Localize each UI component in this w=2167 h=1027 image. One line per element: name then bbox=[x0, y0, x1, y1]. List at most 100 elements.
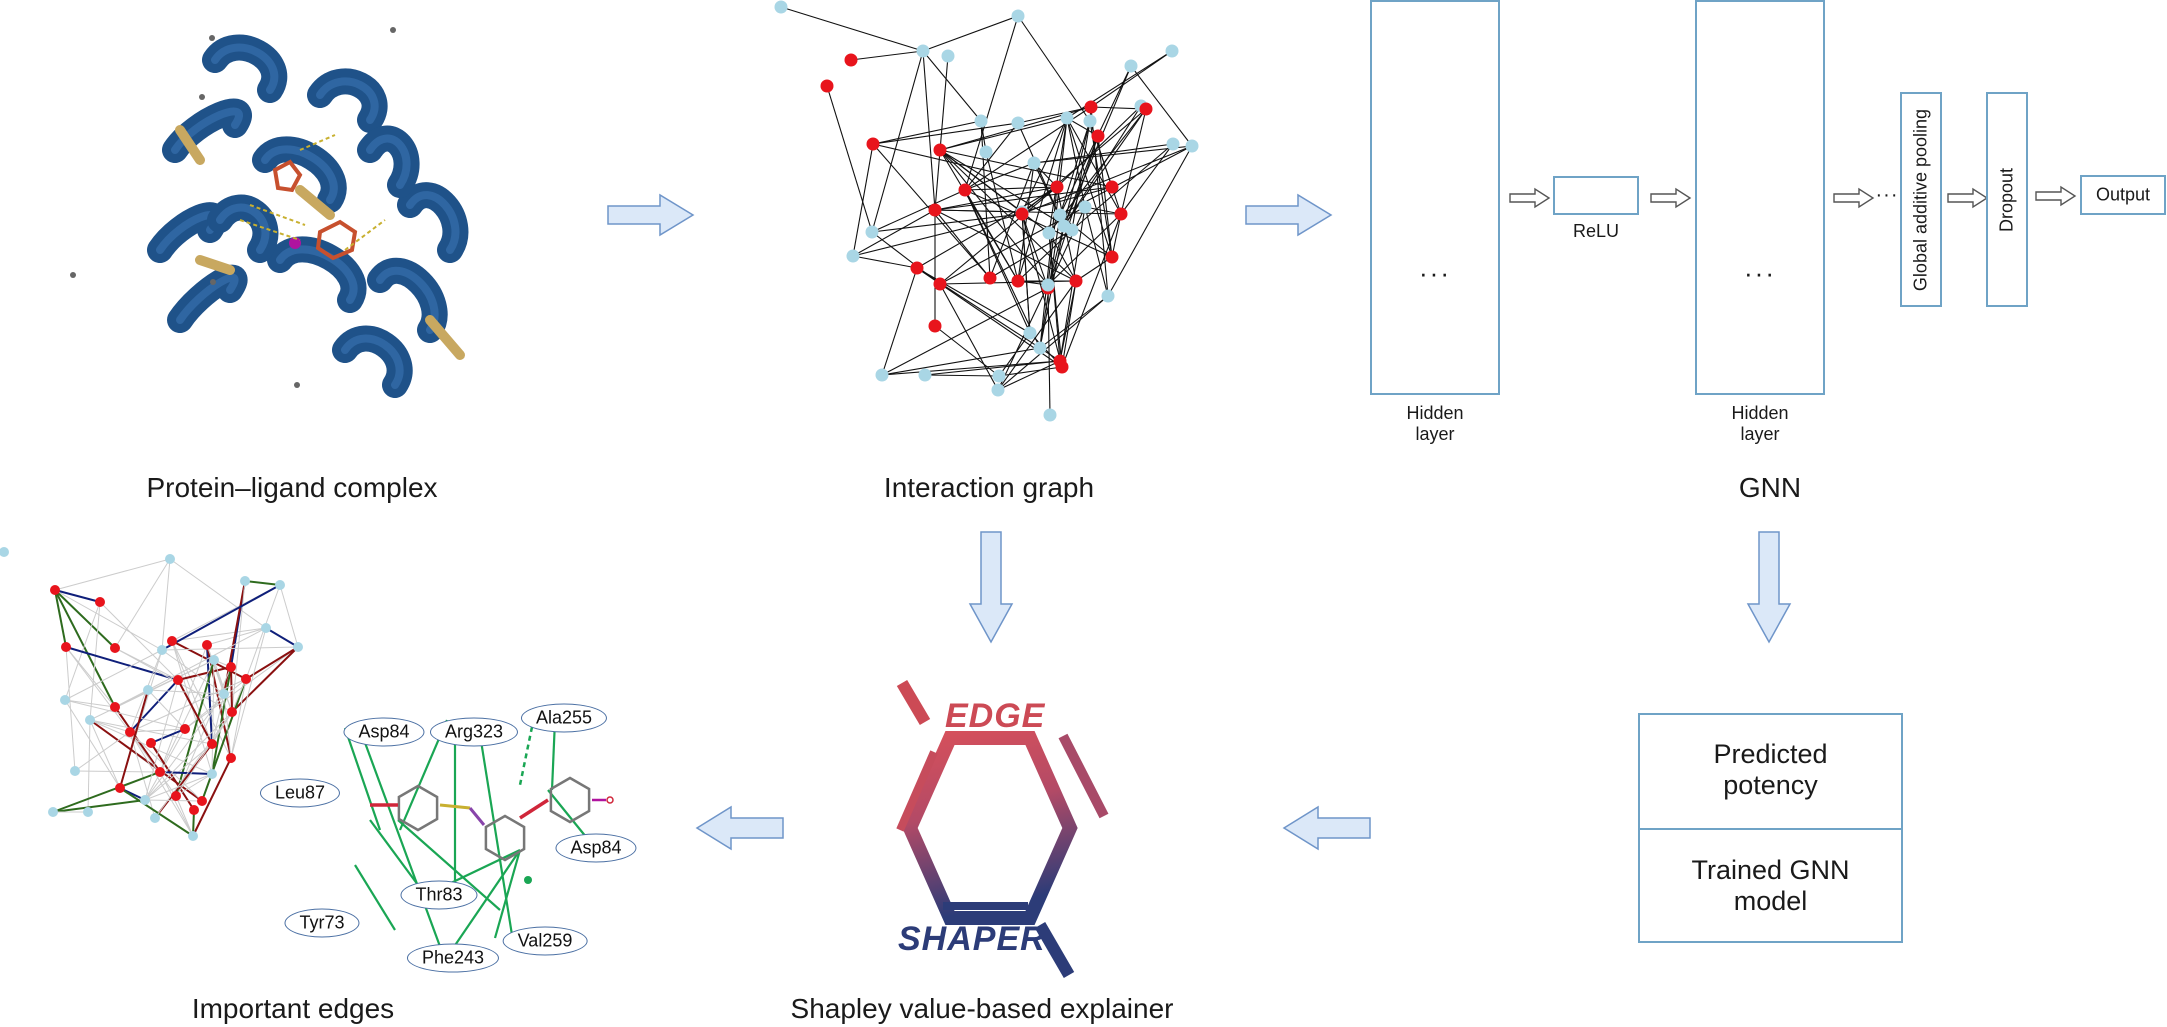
graph-edge bbox=[1061, 280, 1077, 368]
graph-edge bbox=[1089, 120, 1113, 258]
arrow-model-to-explainer bbox=[1282, 805, 1371, 851]
helix-highlight bbox=[316, 77, 379, 124]
ligand-ring bbox=[315, 219, 358, 261]
interaction-edge bbox=[397, 819, 501, 911]
helix-highlight bbox=[366, 134, 411, 189]
graph-node-protein bbox=[1042, 226, 1056, 240]
graph-edge bbox=[231, 580, 246, 713]
graph-edge bbox=[1021, 213, 1049, 289]
graph-edge bbox=[119, 689, 149, 789]
graph-edge bbox=[922, 50, 982, 122]
graph-edge bbox=[1097, 135, 1113, 258]
graph-edge bbox=[924, 374, 1000, 377]
interaction-graph bbox=[774, 0, 1199, 422]
graph-node-protein bbox=[979, 145, 993, 159]
graph-edge bbox=[175, 795, 194, 837]
water-dot bbox=[294, 382, 300, 388]
graph-edge bbox=[1066, 50, 1173, 119]
graph-node-ligand bbox=[50, 585, 60, 595]
beta-strand bbox=[175, 125, 205, 165]
graph-edge bbox=[1107, 145, 1193, 297]
graph-edge bbox=[230, 627, 267, 759]
graph-edge bbox=[161, 584, 281, 651]
graph-node-ligand bbox=[146, 738, 156, 748]
graph-node-ligand bbox=[167, 636, 177, 646]
graph-node-ligand bbox=[197, 796, 207, 806]
beta-strand bbox=[195, 255, 235, 275]
graph-node-ligand bbox=[1011, 274, 1025, 288]
graph-edge bbox=[64, 699, 186, 730]
graph-edge bbox=[850, 50, 924, 61]
graph-edge bbox=[54, 589, 116, 649]
graph-node-ligand bbox=[983, 271, 997, 285]
graph-edge bbox=[780, 6, 924, 52]
graph-edge bbox=[1084, 206, 1109, 297]
interaction-dash bbox=[299, 134, 336, 151]
graph-node-protein bbox=[1124, 59, 1138, 73]
graph-edge bbox=[161, 649, 225, 695]
ligand-bond bbox=[439, 803, 471, 810]
graph-node-protein bbox=[974, 114, 988, 128]
graph-edge bbox=[231, 646, 299, 713]
graph-edge bbox=[939, 117, 1068, 151]
graph-node-ligand bbox=[241, 674, 251, 684]
graph-edge bbox=[144, 711, 233, 801]
graph-edge bbox=[1066, 117, 1086, 208]
graph-node-ligand bbox=[844, 53, 858, 67]
graph-edge bbox=[192, 757, 232, 837]
graph-edge bbox=[74, 770, 161, 773]
model-box-divider bbox=[1640, 828, 1901, 830]
graph-edge bbox=[916, 267, 1031, 334]
interaction-dash bbox=[344, 219, 386, 251]
graph-node-ligand bbox=[207, 739, 217, 749]
graph-edge bbox=[1066, 117, 1113, 258]
graph-edge bbox=[144, 773, 213, 801]
graph-edge bbox=[1048, 117, 1068, 234]
arrow-gnn-to-model bbox=[1746, 531, 1792, 644]
graph-edge bbox=[934, 325, 1000, 377]
graph-edge bbox=[114, 558, 171, 649]
graph-edge bbox=[161, 646, 299, 651]
water-dot bbox=[70, 272, 76, 278]
graph-edge bbox=[881, 360, 1061, 376]
graph-edge bbox=[89, 719, 203, 802]
residue-label: Asp84 bbox=[555, 833, 637, 863]
graph-edge bbox=[1047, 120, 1091, 289]
graph-edge bbox=[997, 284, 1049, 391]
residue-label: Ala255 bbox=[520, 703, 608, 733]
graph-node-ligand bbox=[1105, 250, 1119, 264]
graph-edge bbox=[184, 646, 299, 730]
graph-node-protein bbox=[1033, 341, 1047, 355]
graph-edge bbox=[1048, 232, 1063, 368]
graph-node-protein bbox=[1023, 326, 1037, 340]
hidden-layer-box-2 bbox=[1695, 0, 1825, 395]
graph-edge bbox=[997, 295, 1109, 391]
graph-node-ligand bbox=[171, 791, 181, 801]
graph-node-protein bbox=[293, 642, 303, 652]
graph-edge bbox=[1075, 256, 1113, 282]
graph-node-ligand bbox=[95, 597, 105, 607]
graph-edge bbox=[230, 666, 233, 713]
dropout-box: Dropout bbox=[1986, 92, 2028, 307]
hidden-layer-label-2: Hidden layer bbox=[1731, 403, 1789, 444]
model-output-box: Predicted potency Trained GNN model bbox=[1638, 713, 1903, 943]
water-dot bbox=[199, 94, 205, 100]
interaction-dash bbox=[249, 204, 306, 226]
graph-edge bbox=[939, 283, 999, 391]
graph-node-protein bbox=[85, 715, 95, 725]
helix bbox=[267, 236, 367, 313]
graph-edge bbox=[159, 644, 208, 773]
graph-edge bbox=[1021, 186, 1113, 213]
graph-node-ligand bbox=[928, 203, 942, 217]
predicted-potency-label: Predicted potency bbox=[1713, 739, 1828, 800]
graph-edge bbox=[934, 186, 1113, 211]
graph-edge bbox=[211, 659, 215, 775]
graph-edge bbox=[872, 122, 1019, 145]
graph-edge bbox=[150, 728, 186, 744]
graph-edge bbox=[87, 719, 91, 813]
graph-edge bbox=[1120, 108, 1147, 215]
graph-edge bbox=[1017, 106, 1092, 124]
water-dot bbox=[209, 35, 215, 41]
graph-node-ligand bbox=[189, 805, 199, 815]
graph-node-protein bbox=[875, 368, 889, 382]
